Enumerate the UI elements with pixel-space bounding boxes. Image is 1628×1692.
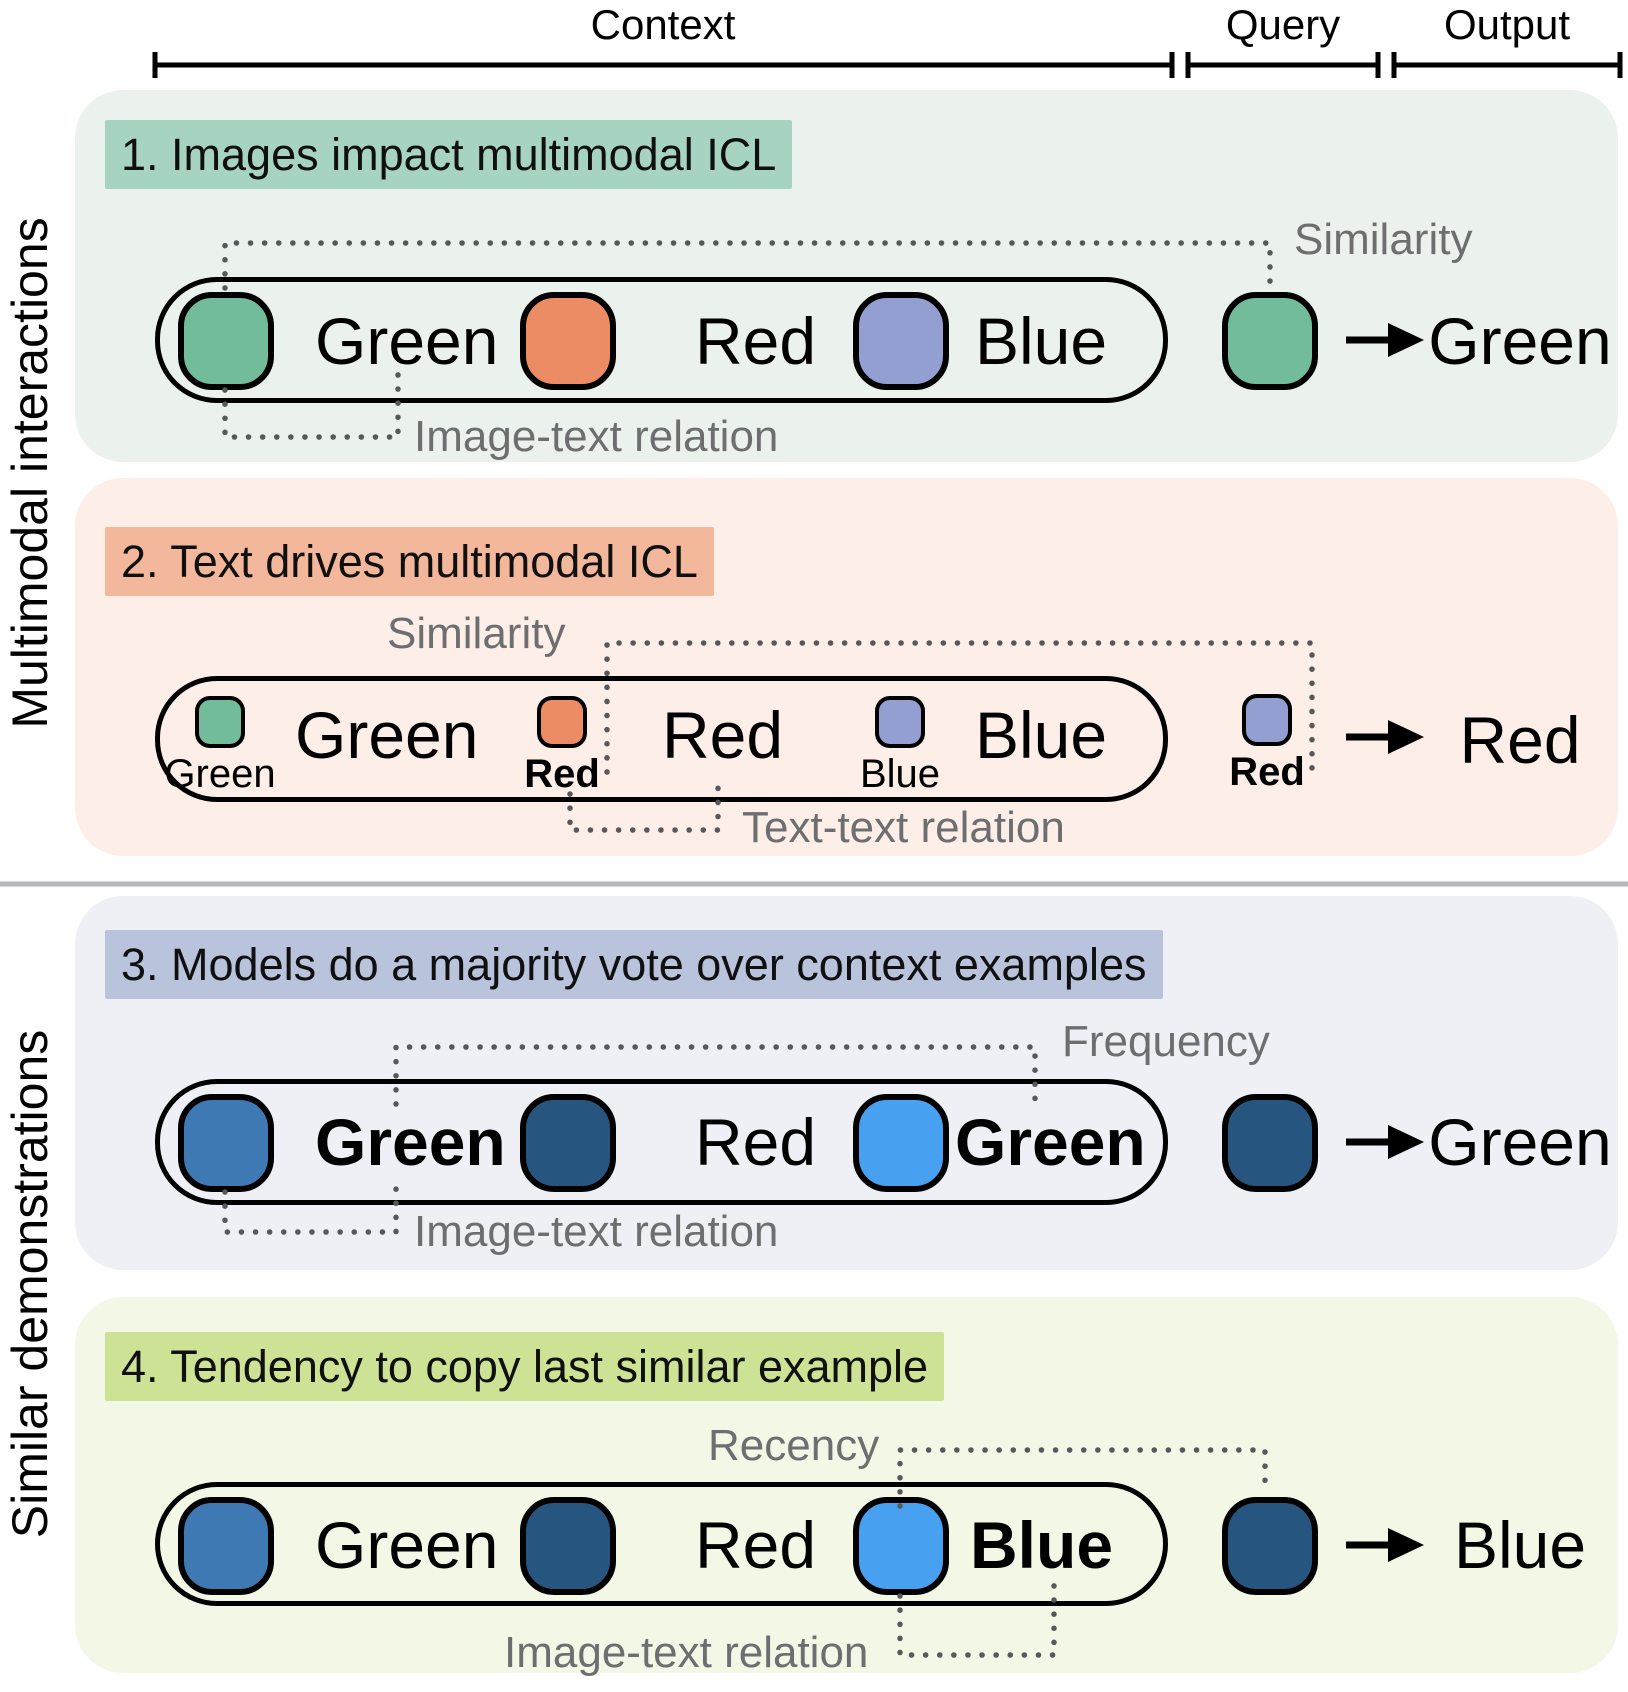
similarity-label-1: Similarity: [1294, 215, 1473, 264]
example-label: Blue: [975, 304, 1108, 378]
context-box-4: [155, 1482, 1168, 1606]
example-image-orange: [520, 292, 616, 390]
axis-label-context: Context: [590, 1, 736, 48]
output-label: Green: [1428, 1105, 1612, 1179]
frequency-label: Frequency: [1062, 1017, 1270, 1066]
example-image-blue: [178, 1497, 274, 1595]
example-image-bright-blue: [853, 1094, 949, 1192]
example-image-orange: [537, 696, 587, 748]
example-caption: Green: [164, 752, 276, 796]
example-image-periwinkle: [853, 292, 949, 390]
example-image-green: [195, 696, 245, 748]
similarity-label-2: Similarity: [387, 609, 566, 658]
output-label: Red: [1459, 703, 1581, 777]
example-image-blue: [178, 1094, 274, 1192]
example-image-green: [178, 292, 274, 390]
query-image-navy: [1222, 1094, 1318, 1192]
panel-3-title: 3. Models do a majority vote over contex…: [105, 930, 1163, 999]
example-image-navy: [520, 1094, 616, 1192]
query-image-navy: [1222, 1497, 1318, 1595]
example-image-navy: [520, 1497, 616, 1595]
example-image-periwinkle: [875, 696, 925, 748]
example-caption: Blue: [859, 752, 941, 796]
example-label: Green: [315, 304, 499, 378]
side-label-similar-demonstrations: Similar demonstrations: [2, 1029, 58, 1539]
relation-label-3: Image-text relation: [414, 1207, 779, 1256]
recency-label: Recency: [708, 1421, 880, 1470]
example-label: Green: [955, 1105, 1146, 1179]
panel-4-title: 4. Tendency to copy last similar example: [105, 1332, 945, 1401]
example-caption: Red: [524, 752, 600, 796]
example-label: Blue: [970, 1508, 1114, 1582]
example-label: Red: [662, 698, 784, 772]
relation-label-2: Text-text relation: [742, 803, 1065, 852]
query-caption: Red: [1229, 750, 1305, 794]
query-image-green: [1222, 292, 1318, 390]
example-label: Red: [695, 1105, 817, 1179]
example-label: Green: [315, 1105, 506, 1179]
example-label: Green: [295, 698, 479, 772]
example-label: Red: [695, 1508, 817, 1582]
panel-2-title: 2. Text drives multimodal ICL: [105, 527, 714, 596]
query-image-periwinkle: [1242, 694, 1292, 746]
example-label: Red: [695, 304, 817, 378]
axis-label-output: Output: [1443, 1, 1571, 48]
relation-label-4: Image-text relation: [504, 1628, 869, 1677]
side-label-multimodal-interactions: Multimodal interactions: [2, 217, 58, 729]
relation-label-1: Image-text relation: [414, 412, 779, 461]
axis-brackets: [152, 52, 1623, 78]
example-label: Blue: [975, 698, 1108, 772]
axis-label-query: Query: [1225, 1, 1341, 48]
example-image-bright-blue: [853, 1497, 949, 1595]
output-label: Blue: [1453, 1508, 1587, 1582]
panel-1-title: 1. Images impact multimodal ICL: [105, 120, 793, 189]
output-label: Green: [1428, 304, 1612, 378]
example-label: Green: [315, 1508, 499, 1582]
